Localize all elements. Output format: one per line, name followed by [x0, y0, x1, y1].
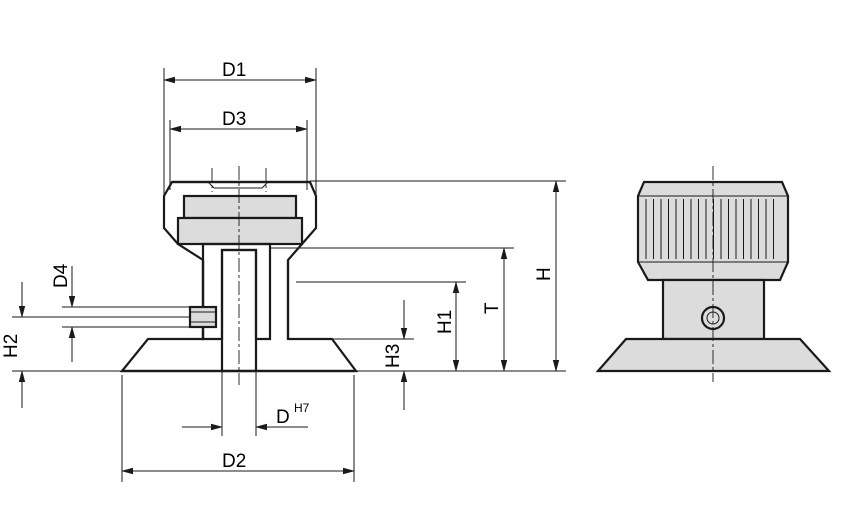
- label-t: T: [482, 302, 503, 314]
- cap-groove: [207, 181, 269, 189]
- label-h3: H3: [383, 344, 404, 368]
- label-h2: H2: [1, 334, 22, 358]
- label-d: D: [276, 407, 290, 428]
- label-d2: D2: [222, 451, 246, 472]
- front-base: [595, 337, 832, 373]
- label-d1: D1: [222, 60, 246, 81]
- label-d4: D4: [51, 263, 72, 288]
- label-h: H: [534, 267, 555, 281]
- label-h1: H1: [435, 310, 456, 334]
- dimensions: D1 D3 H T H1 H3 H2 D4: [1, 60, 566, 482]
- set-screw: [188, 305, 218, 329]
- neck: [661, 278, 766, 341]
- section-view: [119, 166, 359, 385]
- knurl-lines: [645, 199, 774, 259]
- front-view: [595, 166, 832, 382]
- cap-insert-bottom: [176, 216, 304, 246]
- cap-insert-top: [182, 194, 298, 220]
- label-h7: H7: [294, 401, 310, 415]
- label-d3: D3: [222, 109, 246, 130]
